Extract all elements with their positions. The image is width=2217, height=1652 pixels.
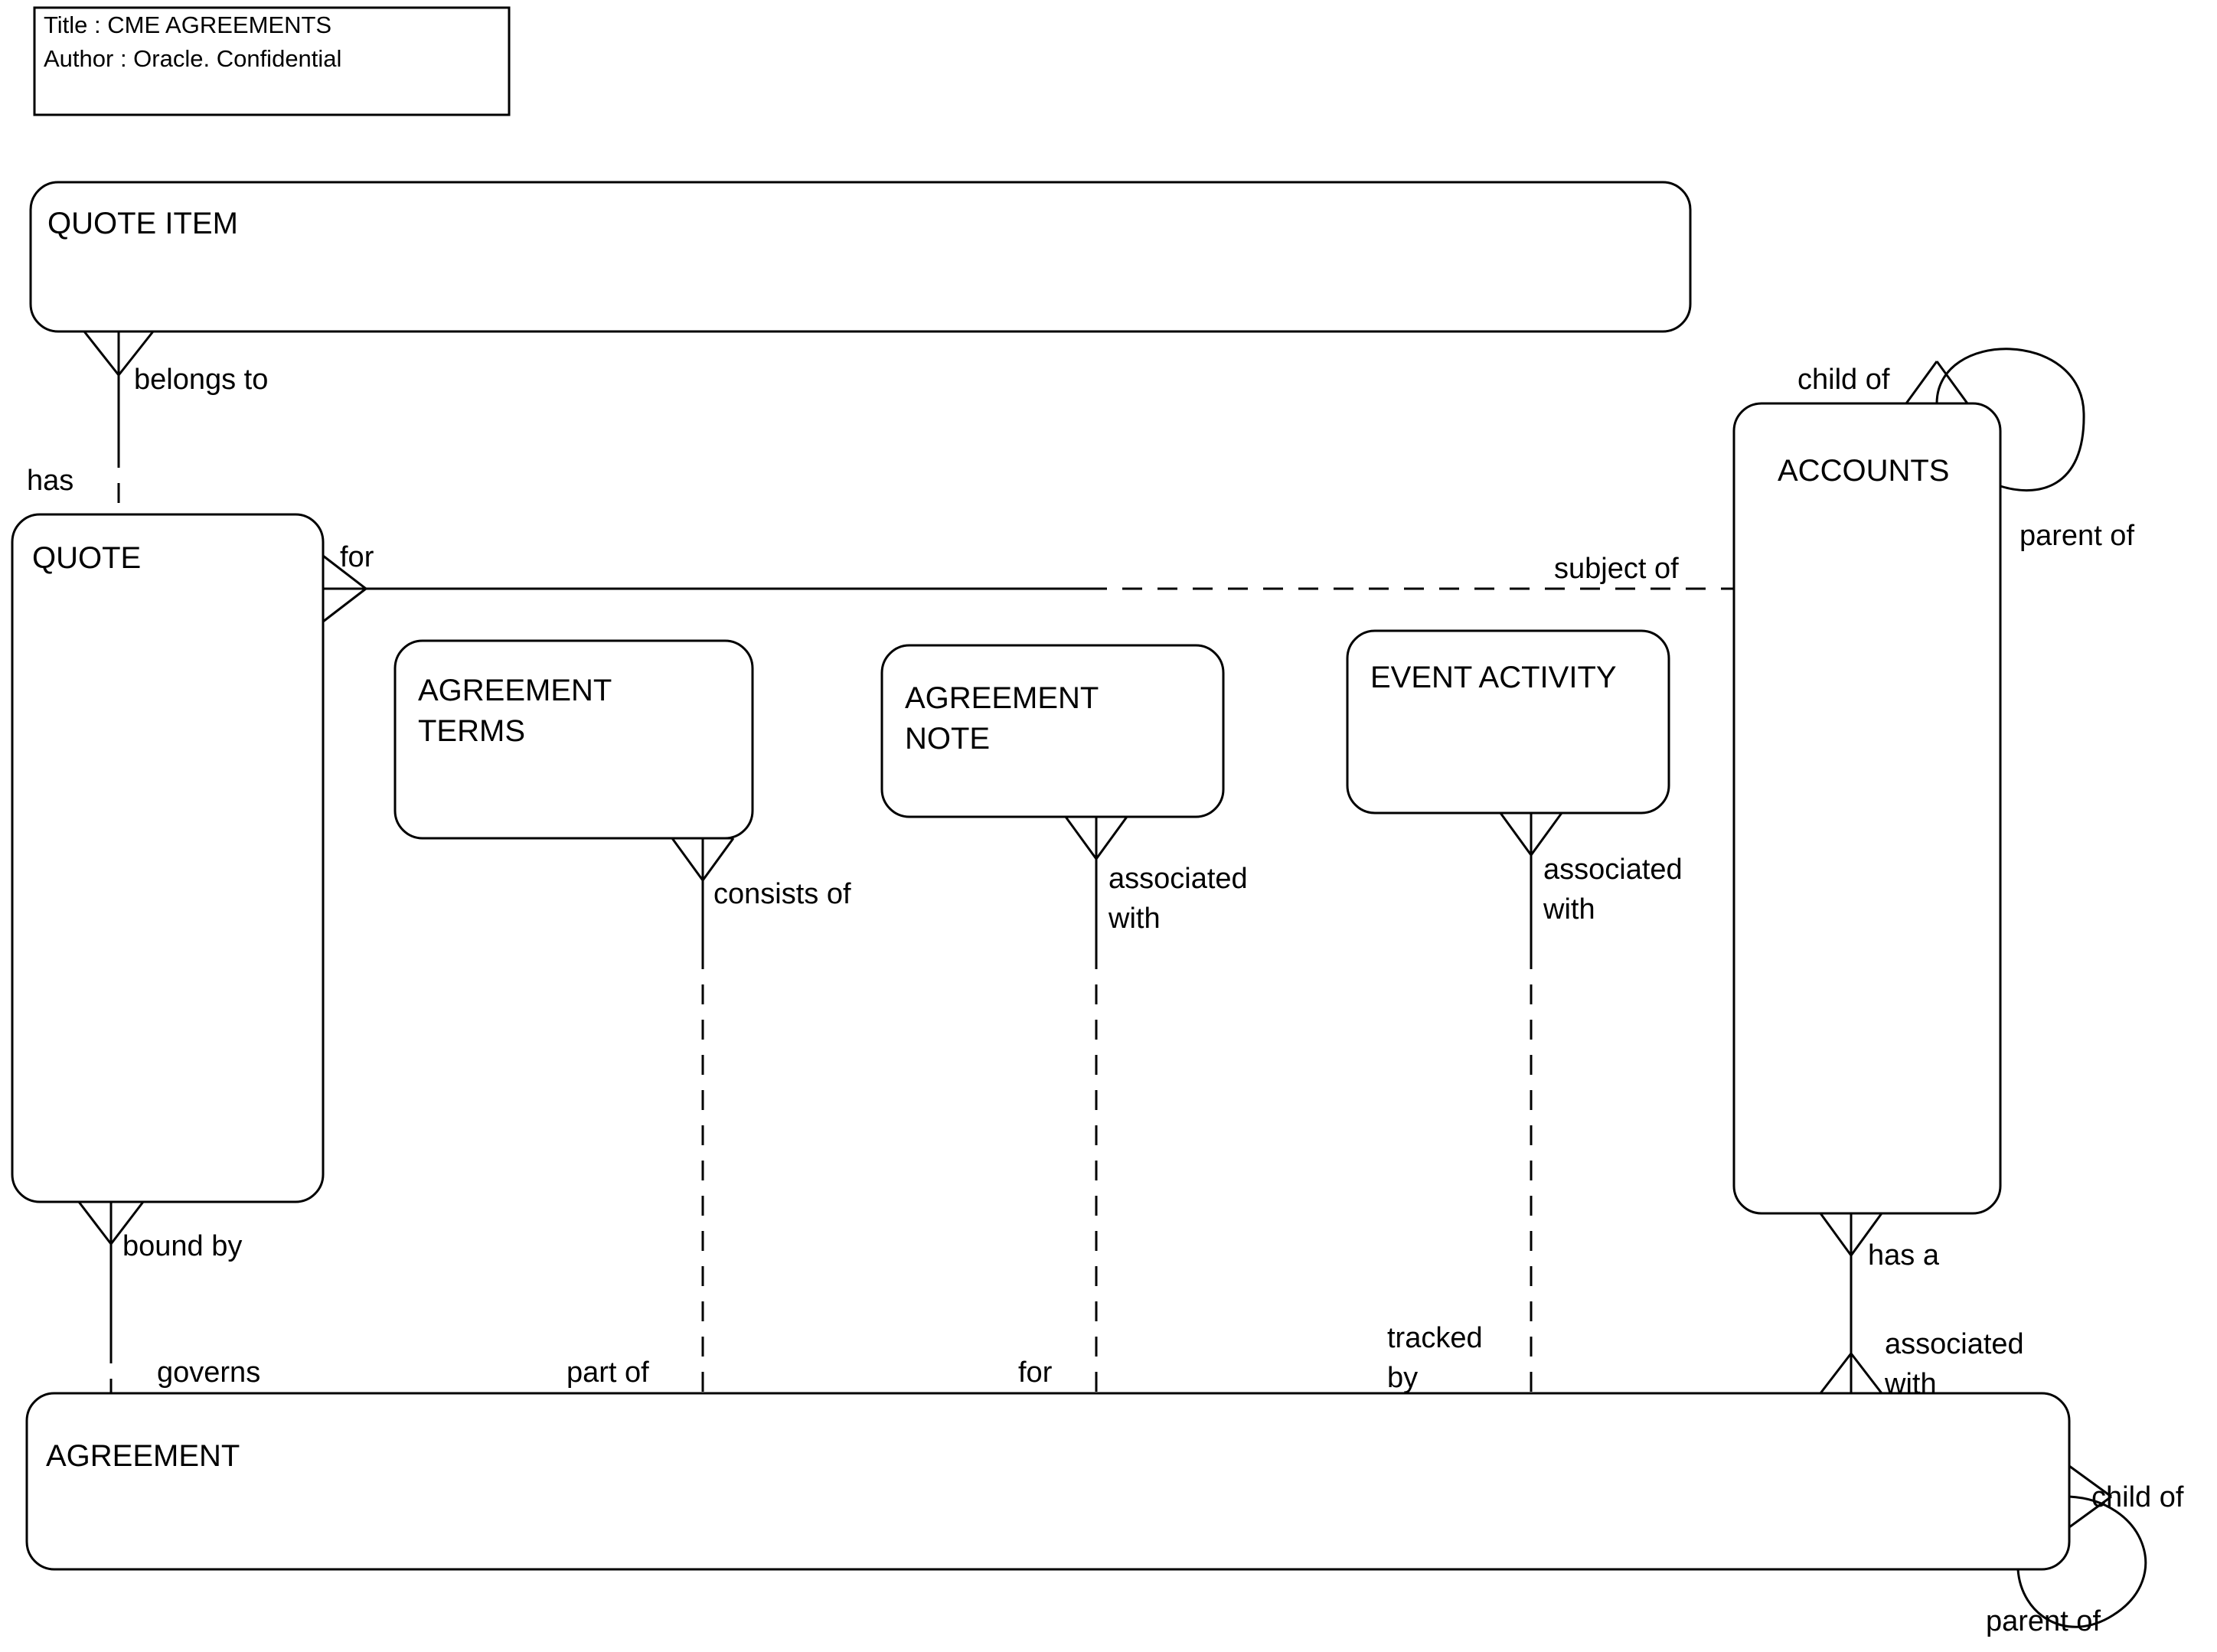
rel-label-agreement-parent-of: parent of bbox=[1986, 1605, 2101, 1637]
relationship-agreement-self: child of parent of bbox=[1986, 1464, 2184, 1637]
rel-label-associated-event-2: with bbox=[1543, 893, 1595, 926]
relationship-accounts-agreement: has a associated with bbox=[1819, 1212, 2024, 1400]
crowfoot-accounts-child-of bbox=[1905, 361, 1969, 405]
crowfoot-quote-for bbox=[322, 554, 367, 623]
title-block: Title : CME AGREEMENTS Author : Oracle. … bbox=[33, 6, 511, 116]
entity-accounts[interactable]: ACCOUNTS bbox=[1732, 402, 2002, 1215]
rel-label-for-quote-accounts: for bbox=[340, 541, 374, 573]
rel-label-bound-by: bound by bbox=[122, 1230, 242, 1262]
relationship-quote-accounts: for subject of bbox=[322, 541, 1734, 623]
rel-line-accounts-self-loop bbox=[1935, 348, 2085, 491]
entity-quote-item-box[interactable] bbox=[29, 181, 1692, 333]
entity-quote-item-label: QUOTE ITEM bbox=[47, 207, 238, 240]
rel-label-tracked-2: by bbox=[1387, 1362, 1418, 1394]
crowfoot-agreement-note bbox=[1064, 815, 1128, 860]
entity-quote-box[interactable] bbox=[11, 513, 325, 1203]
relationship-note-agreement: associated with for bbox=[1018, 815, 1248, 1393]
entity-agreement-note[interactable]: AGREEMENT NOTE bbox=[880, 644, 1225, 818]
entity-event-activity[interactable]: EVENT ACTIVITY bbox=[1346, 629, 1670, 815]
relationship-accounts-self: child of parent of bbox=[1797, 348, 2134, 552]
rel-label-accounts-child-of: child of bbox=[1797, 364, 1890, 396]
rel-label-tracked-1: tracked bbox=[1387, 1322, 1483, 1354]
relationship-event-agreement: associated with tracked by bbox=[1387, 811, 1683, 1394]
entity-agreement-terms-box[interactable] bbox=[393, 639, 754, 840]
entity-agreement-note-label-line2: NOTE bbox=[905, 722, 990, 756]
crowfoot-agreement-child-of bbox=[2068, 1464, 2112, 1529]
entity-event-activity-box[interactable] bbox=[1346, 629, 1670, 815]
title-block-border bbox=[33, 6, 511, 116]
rel-label-for-note-agreement: for bbox=[1018, 1357, 1053, 1389]
entity-agreement[interactable]: AGREEMENT bbox=[25, 1392, 2071, 1571]
rel-label-associated-note-2: with bbox=[1108, 903, 1161, 935]
crowfoot-agreement-terms bbox=[671, 837, 735, 881]
crowfoot-accounts-has-a bbox=[1819, 1212, 1883, 1256]
entity-agreement-terms-label-line2: TERMS bbox=[418, 714, 525, 748]
relationship-quote-item-quote: belongs to has bbox=[27, 330, 268, 514]
rel-label-associated-event-1: associated bbox=[1543, 854, 1683, 886]
entity-accounts-label: ACCOUNTS bbox=[1778, 454, 1949, 488]
author-line: Author : Oracle. Confidential bbox=[44, 45, 341, 72]
entity-agreement-note-label-line1: AGREEMENT bbox=[905, 681, 1099, 715]
rel-label-has-a: has a bbox=[1868, 1239, 1940, 1272]
title-line: Title : CME AGREEMENTS bbox=[44, 11, 331, 38]
rel-label-governs: governs bbox=[157, 1357, 260, 1389]
rel-label-belongs-to: belongs to bbox=[134, 364, 268, 396]
entity-agreement-terms[interactable]: AGREEMENT TERMS bbox=[393, 639, 754, 840]
crowfoot-quote-bound-by bbox=[77, 1200, 145, 1245]
entity-agreement-label: AGREEMENT bbox=[46, 1439, 240, 1473]
rel-label-has: has bbox=[27, 465, 73, 497]
entity-accounts-box[interactable] bbox=[1732, 402, 2002, 1215]
rel-label-associated-accounts-1: associated bbox=[1885, 1328, 2024, 1360]
rel-label-associated-note-1: associated bbox=[1108, 863, 1248, 895]
entity-agreement-box[interactable] bbox=[25, 1392, 2071, 1571]
entity-quote-label: QUOTE bbox=[32, 541, 141, 575]
entity-agreement-terms-label-line1: AGREEMENT bbox=[418, 674, 612, 707]
entity-event-activity-label: EVENT ACTIVITY bbox=[1370, 661, 1617, 694]
rel-label-accounts-parent-of: parent of bbox=[2019, 520, 2134, 552]
crowfoot-agreement-associated-with bbox=[1819, 1353, 1883, 1395]
entity-agreement-note-box[interactable] bbox=[880, 644, 1225, 818]
relationship-terms-agreement: consists of part of bbox=[566, 837, 851, 1393]
relationship-quote-agreement: bound by governs bbox=[77, 1200, 260, 1393]
crowfoot-quote-item bbox=[83, 330, 155, 376]
rel-label-subject-of: subject of bbox=[1554, 553, 1679, 585]
rel-label-consists-of: consists of bbox=[713, 878, 851, 910]
rel-label-associated-accounts-2: with bbox=[1884, 1368, 1937, 1400]
entity-quote-item[interactable]: QUOTE ITEM bbox=[29, 181, 1692, 333]
rel-line-agreement-self-loop bbox=[2016, 1495, 2147, 1628]
entity-quote[interactable]: QUOTE bbox=[11, 513, 325, 1203]
rel-label-part-of: part of bbox=[566, 1357, 649, 1389]
crowfoot-event-activity bbox=[1499, 811, 1563, 856]
rel-label-agreement-child-of: child of bbox=[2091, 1481, 2184, 1513]
